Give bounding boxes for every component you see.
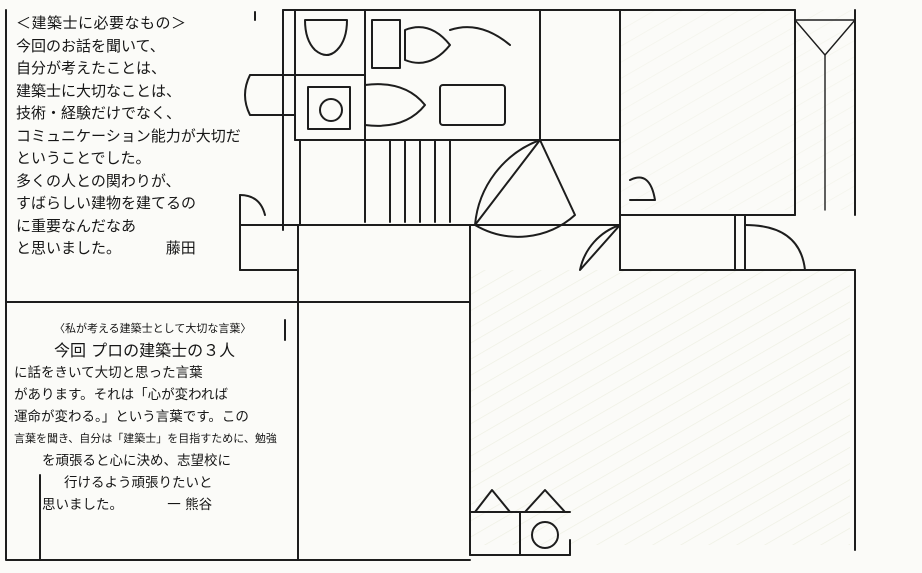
note-kumagai-last-line: 思いました。 [42,497,123,513]
note-fujita-line: と思いました。 [16,239,122,257]
door-arc-1 [474,139,541,226]
note-kumagai-line: 今回 プロの建築士の３人 [54,341,236,360]
note-kumagai-line: 言葉を聞き、自分は「建築士」を目指すために、勉強 [14,432,277,445]
note-fujita-line: コミュニケーション能力が大切だ [16,126,241,145]
pencil-shading [470,270,850,545]
note-kumagai-signature: 一 熊谷 [167,497,213,513]
note-kumagai-line: を頑張ると心に決め、志望校に [42,453,231,469]
note-fujita-line: に重要なんだなあ [16,216,137,235]
note-kumagai-title: 〈私が考える建築士として大切な言葉〉 [54,322,252,335]
note-fujita-signature: 藤田 [165,239,196,257]
note-kumagai-line: に話をきいて大切と思った言葉 [14,365,203,381]
entrance-fixture [469,489,571,556]
note-kumagai-line: があります。それは「心が変われば [14,387,228,403]
door-arc-2 [579,224,621,271]
note-fujita-line: 技術・経験だけでなく、 [16,104,182,122]
note-fujita: ＜建築士に必要なもの＞ 今回のお話を聞いて、 自分が考えたことは、 建築士に大切… [16,12,241,260]
pencil-shading-top [620,10,855,210]
outer-wall-left-bottom [5,9,471,561]
note-kumagai-line: 行けるよう頑張りたいと [64,475,213,491]
note-fujita-line: 今回のお話を聞いて、 [16,36,165,55]
note-fujita-line: 自分が考えたことは、 [16,59,167,77]
note-fujita-title: ＜建築士に必要なもの＞ [16,14,187,32]
note-fujita-line: ということでした。 [16,149,151,167]
stairs-left [364,139,451,223]
note-fujita-line: すばらしい建物を建てるの [16,194,197,212]
note-kumagai-line: 運命が変わる。」という言葉です。この [14,409,249,425]
note-kumagai: 〈私が考える建築士として大切な言葉〉 今回 プロの建築士の３人 に話をきいて大切… [14,318,277,516]
staircase-right [794,19,856,211]
toilet-fixtures [244,19,511,130]
note-fujita-line: 多くの人との関わりが、 [16,171,181,190]
note-fujita-line: 建築士に大切なことは、 [16,81,182,100]
